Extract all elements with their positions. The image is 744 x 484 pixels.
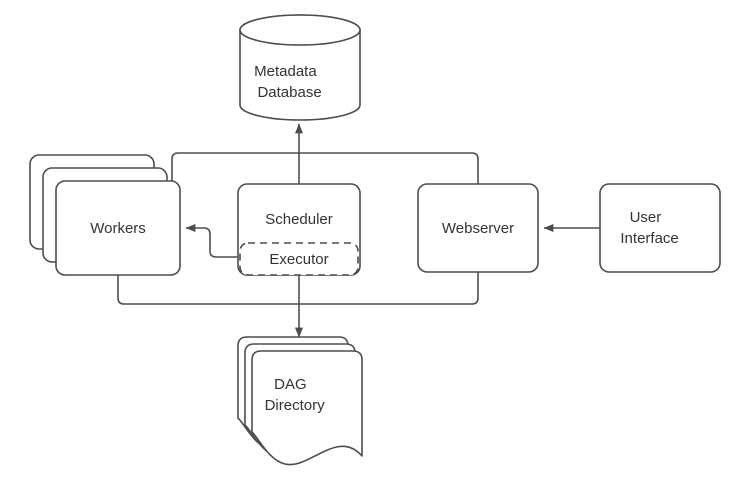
metadata-database-label: Metadata Database [0,0,346,101]
edge-top-bus [171,152,479,194]
node-user-interface[interactable]: User Interface [0,0,721,273]
node-workers[interactable]: Workers [29,154,181,276]
executor-box [239,242,359,276]
dag-directory-label-line2: Directory [265,397,326,414]
dag-directory-label: DAG Directory [0,0,345,414]
edge-executor-to-workers [185,224,240,258]
edge-bottom-bus [117,272,479,305]
user-interface-label: User Interface [0,0,700,247]
connector-layer [117,123,600,338]
dag-directory-label-line1: DAG [274,376,307,393]
user-interface-label-line2: Interface [620,230,678,247]
metadata-database-label-line1: Metadata [254,63,317,80]
node-metadata-database[interactable]: Metadata Database [0,0,361,121]
scheduler-label: Scheduler [265,211,333,228]
executor-label: Executor [269,251,328,268]
workers-stack-card-front [55,180,181,276]
workers-label: Workers [90,220,146,237]
webserver-box [417,183,539,273]
node-executor[interactable]: Executor [239,242,359,276]
dag-document-front [251,350,363,466]
user-interface-label-line1: User [630,209,662,226]
webserver-label: Webserver [442,220,514,237]
node-webserver[interactable]: Webserver [417,183,539,273]
user-interface-box [599,183,721,273]
cylinder-top-ellipse [239,14,361,46]
metadata-database-label-line2: Database [257,84,321,101]
node-dag-directory[interactable]: DAG Directory [0,0,363,466]
